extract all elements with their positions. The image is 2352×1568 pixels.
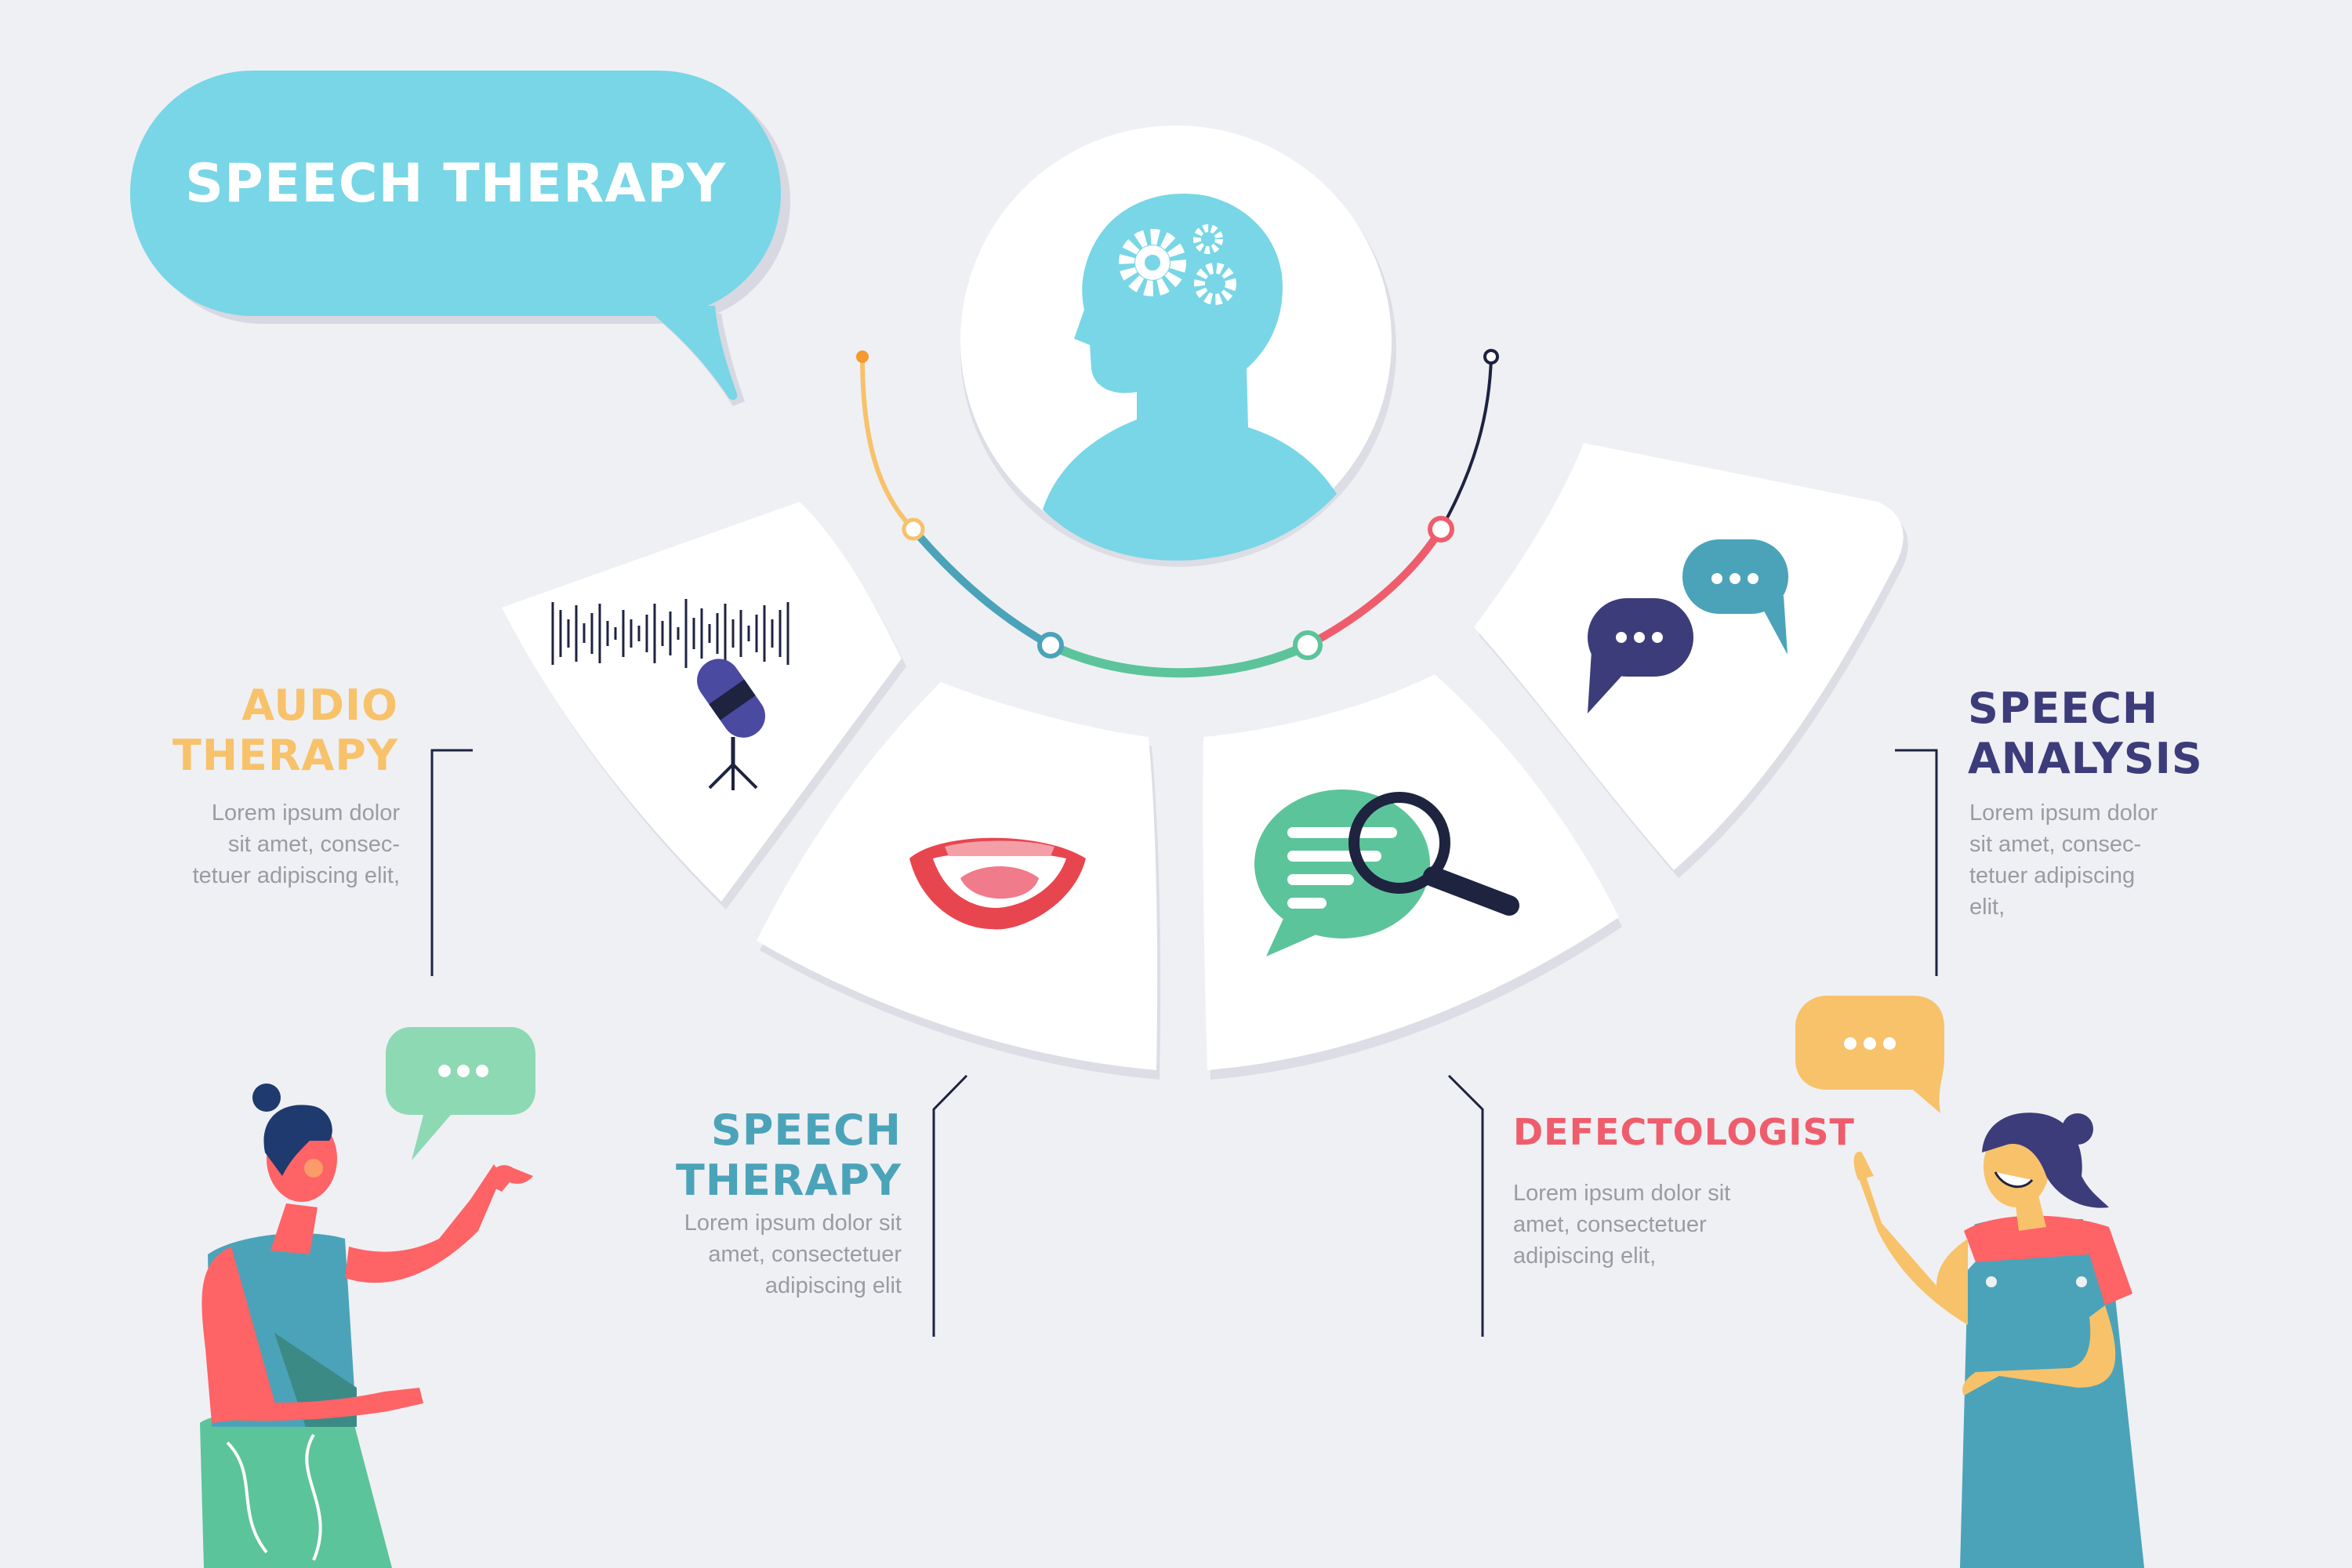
microphone-soundwave-icon xyxy=(551,599,789,790)
speech-therapy-description-line-3: adipiscing elit xyxy=(764,1273,902,1298)
speech-analysis-description-line-1: Lorem ipsum dolor xyxy=(1969,800,2158,826)
head-with-gears-icon xyxy=(1043,193,1337,561)
speech-therapy-description-line-1: Lorem ipsum dolor sit xyxy=(684,1210,902,1236)
audio-therapy-heading-line-2: THERAPY xyxy=(172,731,398,780)
chat-bubbles-icon xyxy=(1588,539,1788,713)
title-bubble xyxy=(130,71,790,406)
audio-therapy-description: Lorem ipsum dolor sit amet, consec- tetu… xyxy=(193,797,400,891)
speech-analysis-description-line-4: elit, xyxy=(1969,895,2005,920)
page-title: SPEECH THERAPY xyxy=(185,153,727,215)
defectologist-description: Lorem ipsum dolor sit amet, consectetuer… xyxy=(1513,1178,1730,1272)
defectologist-description-line-2: amet, consectetuer xyxy=(1513,1212,1707,1237)
leader-lines xyxy=(430,749,1938,1337)
speech-analysis-description: Lorem ipsum dolor sit amet, consec- tetu… xyxy=(1969,797,2158,923)
audio-therapy-description-line-2: sit amet, consec- xyxy=(227,832,400,857)
defectologist-heading-line-1: DEFECTOLOGIST xyxy=(1513,1111,1855,1153)
defectologist-description-line-3: adipiscing elit, xyxy=(1513,1243,1657,1269)
speech-therapy-description-line-2: amet, consectetuer xyxy=(708,1242,902,1267)
defectologist-description-line-1: Lorem ipsum dolor sit xyxy=(1513,1181,1731,1206)
speech-therapy-heading-line-2: THERAPY xyxy=(676,1156,902,1205)
audio-therapy-description-line-3: tetuer adipiscing elit, xyxy=(192,863,400,888)
speech-analysis-heading-line-2: ANALYSIS xyxy=(1968,734,2203,783)
speech-therapy-heading: SPEECH THERAPY xyxy=(676,1105,902,1206)
progress-arc xyxy=(856,349,1499,678)
card-audio-therapy xyxy=(502,502,906,909)
mouth-icon xyxy=(909,837,1086,930)
card-speech-analysis xyxy=(1474,443,1908,878)
audio-therapy-description-line-1: Lorem ipsum dolor xyxy=(211,800,400,826)
speech-analysis-heading: SPEECH ANALYSIS xyxy=(1968,684,2203,784)
speech-therapy-description: Lorem ipsum dolor sit amet, consectetuer… xyxy=(684,1207,902,1301)
left-person-illustration xyxy=(200,1027,535,1568)
defectologist-heading: DEFECTOLOGIST xyxy=(1513,1107,1855,1157)
chat-magnifier-icon xyxy=(1254,789,1519,956)
speech-analysis-description-line-2: sit amet, consec- xyxy=(1969,832,2142,857)
audio-therapy-heading: AUDIO THERAPY xyxy=(172,681,398,781)
right-person-illustration xyxy=(1795,996,2144,1568)
speech-analysis-description-line-3: tetuer adipiscing xyxy=(1969,863,2136,888)
speech-analysis-heading-line-1: SPEECH xyxy=(1968,684,2159,733)
audio-therapy-heading-line-1: AUDIO xyxy=(241,681,398,730)
speech-therapy-heading-line-1: SPEECH xyxy=(710,1105,902,1155)
